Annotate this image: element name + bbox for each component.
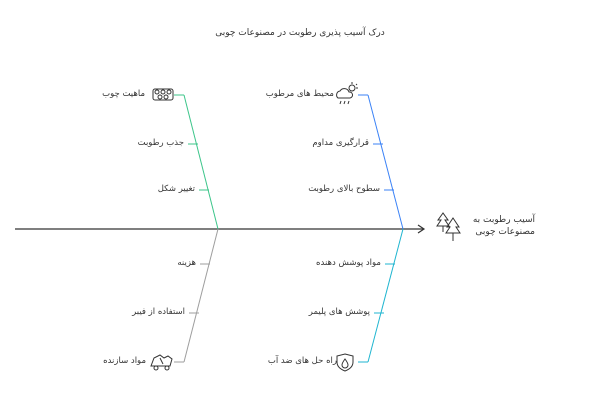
truck-icon	[150, 354, 173, 371]
bone-bottom-left	[174, 228, 219, 363]
branch-header-humid-environments: محیط های مرطوب	[265, 89, 334, 99]
cause-moisture-absorption: جذب رطوبت	[137, 138, 184, 148]
diagram-title: درک آسیب پذیری رطوبت در مصنوعات چوبی	[215, 28, 385, 38]
cause-deformation: تغییر شکل	[157, 184, 195, 194]
cause-high-humidity: سطوح بالای رطوبت	[308, 184, 380, 194]
cause-fiber-use: استفاده از فیبر	[132, 307, 185, 317]
bone-top-right	[358, 94, 404, 230]
trees-icon	[436, 212, 461, 241]
bone-bottom-right	[358, 228, 404, 363]
cause-polymer-coatings: پوشش های پلیمر	[308, 307, 370, 317]
cause-constant-exposure: قرارگیری مداوم	[312, 138, 369, 148]
branch-header-materials: مواد سازنده	[103, 356, 146, 366]
branch-header-wood-nature: ماهیت چوب	[102, 89, 145, 99]
water-drop-shield-icon	[336, 353, 354, 372]
cause-coating-materials: مواد پوشش دهنده	[316, 258, 381, 268]
bone-top-left	[174, 94, 219, 230]
cause-cost: هزینه	[177, 258, 196, 268]
cloud-rain-sun-icon	[336, 82, 358, 105]
effect-label: آسیب رطوبت به مصنوعات چوبی	[472, 215, 535, 237]
spine-arrowhead	[417, 224, 426, 234]
logs-icon	[152, 88, 174, 101]
branch-header-waterproof-solutions: راه حل های ضد آب	[267, 356, 337, 366]
